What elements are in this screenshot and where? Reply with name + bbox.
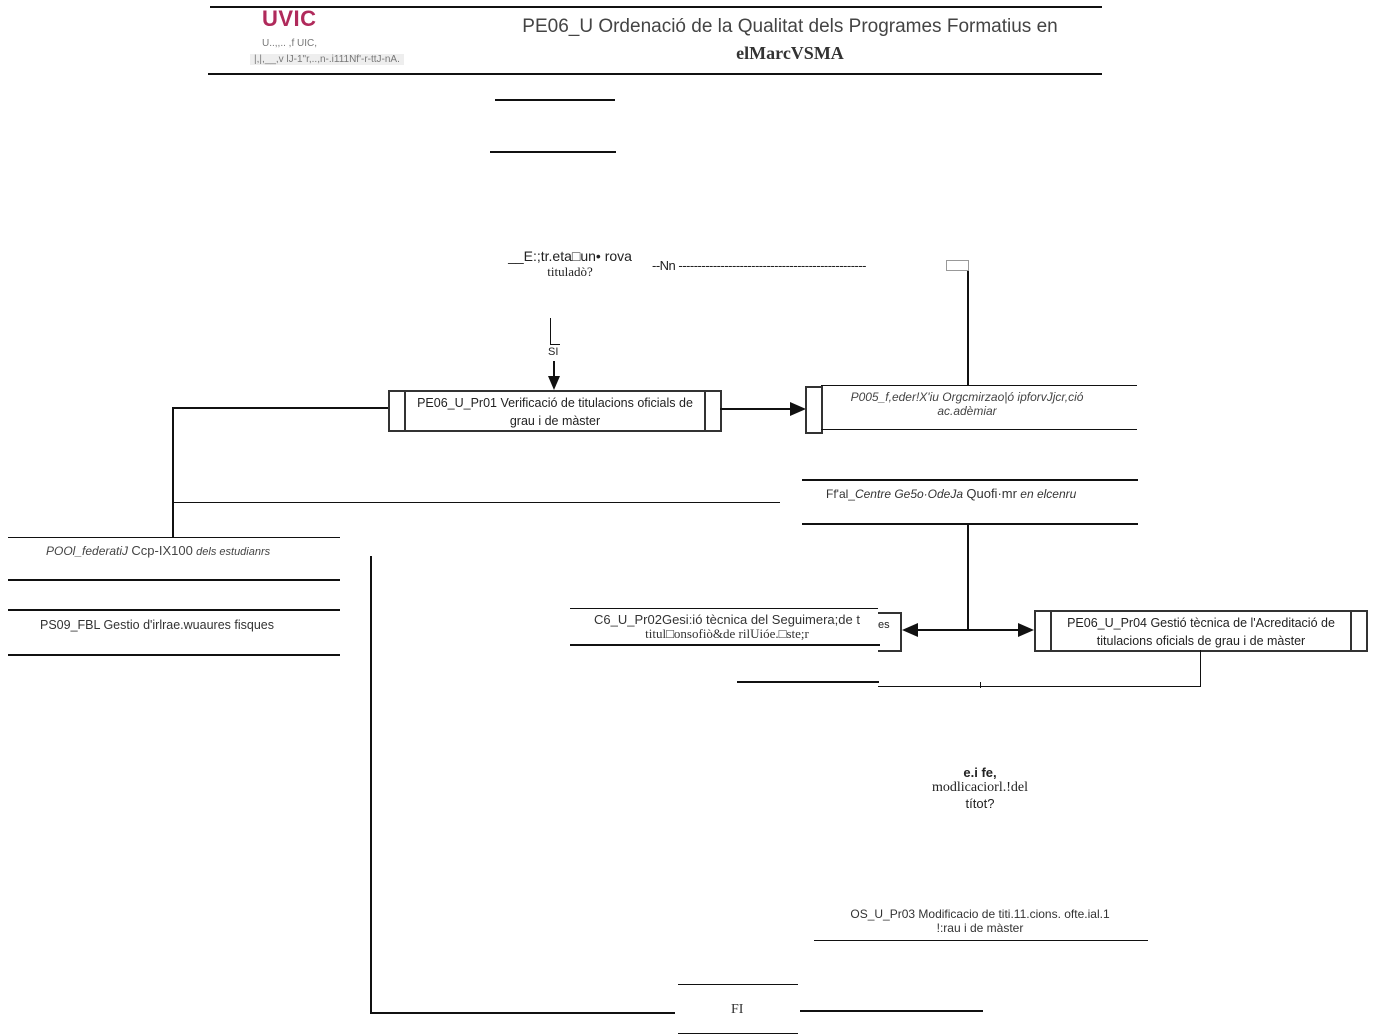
double-arrow-line <box>918 629 1018 631</box>
process-verification-line2: grau i de màster <box>509 414 601 428</box>
process-monitoring-line1: C6_U_Pr02Gesi:ió tècnica del Seguimera;d… <box>594 612 860 627</box>
process-physical-resources-bottom-rule <box>8 654 340 656</box>
process-monitoring[interactable]: C6_U_Pr02Gesi:ió tècnica del Seguimera;d… <box>574 612 880 642</box>
decision-new-degree-line2: tituladò? <box>547 264 593 279</box>
arrow-to-academic-offer-head <box>790 402 806 416</box>
process-monitoring-marker: es <box>878 612 902 652</box>
process-accreditation[interactable]: PE06_U_Pr04 Gestió tècnica de l'Acredita… <box>1034 610 1368 652</box>
left-feeder-vertical <box>172 407 174 537</box>
header-top-rule <box>210 6 1102 8</box>
start-line-top <box>495 99 615 101</box>
process-academic-offer-line2: ac.adèmiar <box>937 404 997 418</box>
center-quality-italic: Centre Ge5o·OdeJa <box>854 487 964 501</box>
document-title: PE06_U Ordenació de la Qualitat dels Pro… <box>522 16 1058 37</box>
process-modification-line1: OS_U_Pr03 Modificacio de titi.11.cions. … <box>850 907 1110 921</box>
process-accreditation-line2: titulacions oficials de grau i de màster <box>1096 634 1306 648</box>
process-monitoring-line2: titul□onsofiò&de rilUióe.□ste;r <box>645 626 809 641</box>
process-academic-offer[interactable]: P005_f,eder!X'iu Orgcmirzao|ó ipforvJjcr… <box>822 390 1112 418</box>
process-student-support-bottom-rule <box>8 579 340 581</box>
accreditation-return-horizontal <box>878 686 1201 687</box>
decision-modification: e.i fe, modlicaciorl.!del títot? <box>900 765 1060 811</box>
process-verification-line1: PE06_U_Pr01 Verificació de titulacions o… <box>417 396 693 410</box>
main-return-vertical <box>370 556 372 1014</box>
process-academic-offer-bottom-rule <box>821 429 1137 430</box>
yes-branch-connector <box>550 318 551 344</box>
double-arrow-right-head <box>1018 623 1034 637</box>
no-branch-connector <box>967 271 969 385</box>
process-accreditation-line1: PE06_U_Pr04 Gestió tècnica de l'Acredita… <box>1067 616 1335 630</box>
process-modification-bottom-rule <box>814 940 1148 941</box>
end-label: FI <box>731 1002 744 1017</box>
accreditation-return-vertical <box>1200 650 1201 686</box>
student-support-italic: POOl_federatiJ <box>46 544 129 558</box>
return-tick <box>980 682 981 688</box>
decision-modification-line2: modlicaciorl.!del <box>931 780 1029 795</box>
process-academic-offer-line1: P005_f,eder!X'iu Orgcmirzao|ó ipforvJjcr… <box>850 390 1084 404</box>
start-line-bottom <box>490 151 616 153</box>
no-branch-end-box <box>946 260 969 271</box>
logo-subtitle-2: |,|,__,v lJ-1"r,..,n-.i111Nf'-r-ttJ-nA. <box>250 54 404 65</box>
center-quality-down-connector <box>967 523 969 629</box>
process-center-quality[interactable]: Ff'al_Centre Ge5o·OdeJa Quofi·mr en elce… <box>826 486 1076 501</box>
student-support-suffix: dels estudianrs <box>196 546 271 558</box>
end-right-connector <box>800 1010 983 1012</box>
left-feeder-horizontal <box>172 407 388 409</box>
process-physical-resources-top-rule <box>8 609 340 611</box>
yes-branch-label: SI <box>548 346 559 358</box>
center-quality-suffix: en elcenru <box>1020 487 1077 501</box>
decision-new-degree: __E:;tr.eta□un• rova tituladò? <box>480 248 660 280</box>
uvic-logo: UVIC <box>262 6 317 31</box>
process-student-support[interactable]: POOl_federatiJ Ccp-IX100 dels estudianrs <box>46 543 270 558</box>
arrow-to-academic-offer-line <box>720 408 792 410</box>
center-quality-connector <box>172 502 780 503</box>
process-monitoring-top-rule <box>570 608 878 609</box>
no-branch-label: --Nn -----------------------------------… <box>652 258 867 273</box>
decision-modification-line1: e.i fe, <box>963 765 997 780</box>
center-quality-prefix: Ff'al_ <box>826 487 855 501</box>
process-monitoring-bottom-rule <box>570 644 880 646</box>
decision-modification-line3: títot? <box>965 796 995 811</box>
process-physical-resources[interactable]: PS09_FBL Gestio d'irlrae.wuaures fisques <box>40 618 274 632</box>
process-academic-offer-top-rule <box>821 385 1137 386</box>
yes-branch-arrowhead <box>548 376 560 390</box>
process-verification[interactable]: PE06_U_Pr01 Verificació de titulacions o… <box>388 390 722 432</box>
end-bottom-rule <box>678 1033 798 1034</box>
monitoring-return-horizontal <box>737 681 879 683</box>
process-student-support-top-rule <box>8 537 340 538</box>
yes-branch-arrow-line <box>553 361 555 377</box>
center-quality-middle: Quofi·mr <box>966 486 1017 501</box>
process-modification[interactable]: OS_U_Pr03 Modificacio de titi.11.cions. … <box>815 907 1145 935</box>
yes-branch-tick <box>550 344 560 345</box>
process-center-quality-top-rule <box>802 479 1138 481</box>
document-subtitle: elMarcVSMA <box>736 43 844 63</box>
process-academic-offer-marker <box>805 386 823 434</box>
student-support-middle: Ccp-IX100 <box>131 543 193 558</box>
process-center-quality-bottom-rule <box>802 523 1138 525</box>
main-return-horizontal <box>370 1012 675 1014</box>
double-arrow-left-head <box>902 623 918 637</box>
decision-new-degree-line1: __E:;tr.eta□un• rova <box>508 248 632 264</box>
logo-subtitle-1: U..,,.. ,f UIC, <box>262 38 318 49</box>
header-bottom-rule <box>208 73 1102 75</box>
process-modification-line2: !:rau i de màster <box>936 921 1024 935</box>
end-top-rule <box>678 984 798 985</box>
